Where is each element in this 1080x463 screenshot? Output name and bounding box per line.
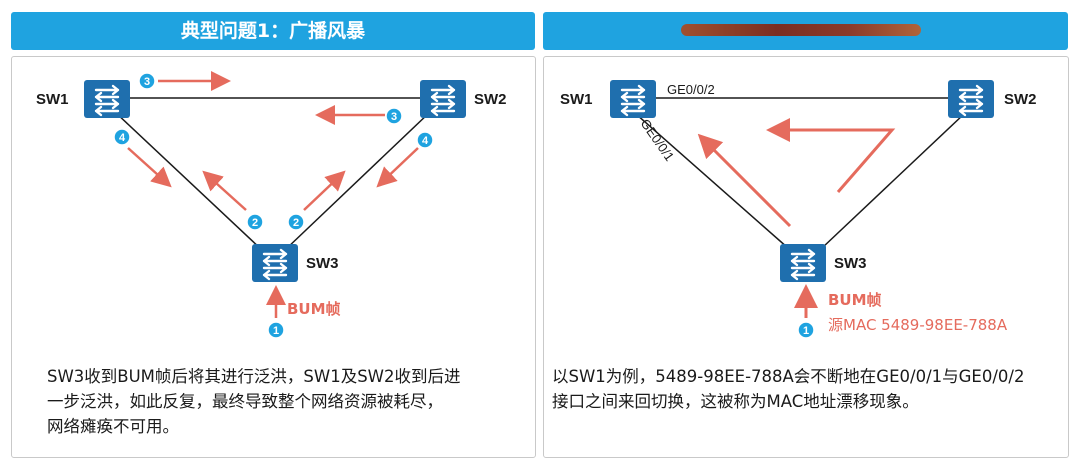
sw2-label: SW2	[474, 91, 507, 108]
svg-text:4: 4	[422, 135, 429, 147]
svg-text:3: 3	[144, 76, 150, 88]
right-title-banner	[543, 12, 1068, 50]
step-badge-3a: 3	[138, 72, 156, 90]
caption-line: 接口之间来回切换，这被称为MAC地址漂移现象。	[552, 392, 919, 411]
loop-arrow	[766, 118, 896, 193]
flood-arrow	[202, 170, 247, 211]
sw1-switch-icon	[82, 78, 132, 120]
sw3-switch-icon	[250, 242, 300, 284]
link-sw1-sw3	[114, 111, 263, 251]
source-mac-label: 源MAC 5489-98EE-788A	[828, 316, 1008, 334]
sw1-label: SW1	[560, 91, 593, 108]
flood-arrow	[127, 147, 172, 188]
sw3-label: SW3	[306, 255, 339, 272]
svg-text:3: 3	[391, 111, 397, 123]
sw2-switch-icon	[946, 78, 996, 120]
caption-line: 网络瘫痪不可用。	[47, 417, 179, 436]
link-sw2-sw3	[284, 111, 431, 251]
step-badge-3b: 3	[385, 107, 403, 125]
svg-text:4: 4	[119, 132, 126, 144]
svg-text:2: 2	[293, 217, 299, 229]
svg-text:2: 2	[252, 217, 258, 229]
sw3-label: SW3	[834, 255, 867, 272]
flood-arrow	[303, 170, 346, 211]
step-badge-2b: 2	[287, 213, 305, 231]
caption-line: SW3收到BUM帧后将其进行泛洪，SW1及SW2收到后进	[47, 367, 461, 386]
link-sw2-sw3	[821, 113, 965, 249]
step-badge-4b: 4	[416, 131, 434, 149]
right-caption: 以SW1为例，5489-98EE-788A会不断地在GE0/0/1与GE0/0/…	[552, 364, 1024, 414]
sw1-switch-icon	[608, 78, 658, 120]
port-label-ge0-0-2: GE0/0/2	[667, 82, 715, 97]
left-topology-diagram: SW1 SW2 SW3 3 3 4 4 2 2 1 BUM帧	[36, 71, 507, 339]
bum-frame-label: BUM帧	[287, 300, 341, 318]
port-label-ge0-0-1: GE0/0/1	[638, 116, 678, 164]
sw2-switch-icon	[418, 78, 468, 120]
left-caption: SW3收到BUM帧后将其进行泛洪，SW1及SW2收到后进 一步泛洪，如此反复，最…	[47, 364, 461, 439]
bum-frame-label: BUM帧	[828, 291, 882, 309]
left-panel-title: 典型问题1：广播风暴	[180, 20, 366, 42]
step-badge-1: 1	[267, 321, 285, 339]
left-title-banner: 典型问题1：广播风暴	[11, 12, 535, 50]
sw2-label: SW2	[1004, 91, 1037, 108]
link-sw1-sw3	[635, 113, 789, 249]
loop-arrow	[697, 133, 792, 228]
flood-arrow	[376, 147, 419, 188]
svg-text:1: 1	[803, 325, 809, 337]
redacted-title-bar	[681, 24, 921, 36]
step-badge-1: 1	[797, 321, 815, 339]
caption-line: 一步泛洪，如此反复，最终导致整个网络资源被耗尽，	[47, 392, 443, 411]
right-topology-diagram: SW1 SW2 SW3 GE0/0/2 GE0/0/1 1 BUM帧 源MAC …	[560, 78, 1037, 339]
step-badge-2a: 2	[246, 213, 264, 231]
sw3-switch-icon	[778, 242, 828, 284]
caption-line: 以SW1为例，5489-98EE-788A会不断地在GE0/0/1与GE0/0/…	[552, 367, 1025, 386]
sw1-label: SW1	[36, 91, 69, 108]
svg-text:1: 1	[273, 325, 279, 337]
step-badge-4a: 4	[113, 128, 131, 146]
